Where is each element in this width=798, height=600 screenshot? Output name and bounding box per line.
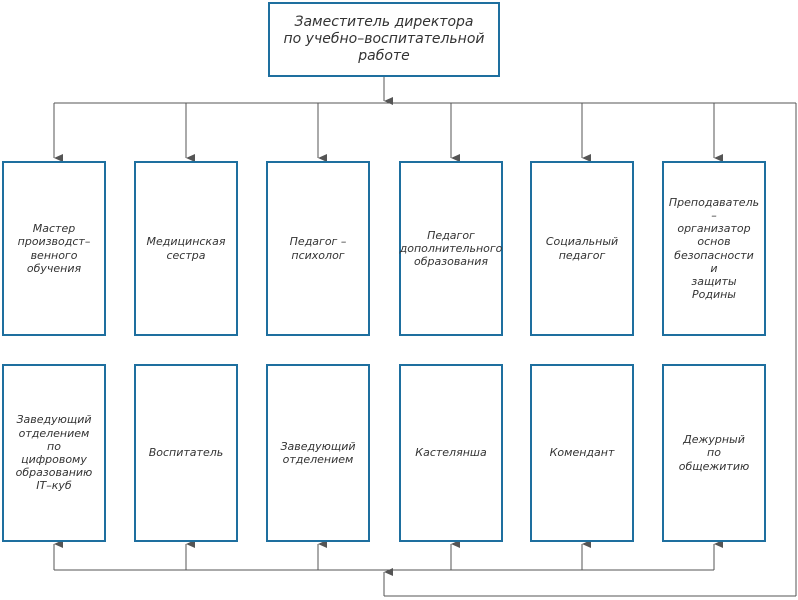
role-label: Заведующий отделением [280,439,356,466]
role-label: Воспитатель [148,446,224,460]
role-label: Заведующий отделением по цифровому образ… [15,413,93,493]
role-box-psychologist: Педагог – психолог [266,161,370,336]
role-box-master-training: Мастер производст– венного обучения [2,161,106,336]
role-label: Педагог дополнительного образования [399,228,503,269]
role-box-department-head: Заведующий отделением [266,364,370,542]
role-box-linen-keeper: Кастелянша [399,364,503,542]
role-box-safety-instructor: Преподаватель – организатор основ безопа… [662,161,766,336]
role-label: Педагог – психолог [289,235,347,262]
role-box-social-pedagogue: Социальный педагог [530,161,634,336]
role-label: Комендант [549,446,615,460]
role-label: Дежурный по общежитию [678,433,750,473]
role-box-additional-education: Педагог дополнительного образования [399,161,503,336]
deputy-director-box: Заместитель директора по учебно–воспитат… [268,2,500,77]
role-label: Кастелянша [415,446,487,460]
role-box-dorm-duty: Дежурный по общежитию [662,364,766,542]
role-box-commandant: Комендант [530,364,634,542]
role-label: Медицинская сестра [146,235,226,262]
role-box-educator: Воспитатель [134,364,238,542]
role-box-nurse: Медицинская сестра [134,161,238,336]
role-label: Мастер производст– венного обучения [17,222,91,275]
role-box-it-cube-head: Заведующий отделением по цифровому образ… [2,364,106,542]
role-label: Социальный педагог [545,235,619,262]
deputy-director-label: Заместитель директора по учебно–воспитат… [283,14,485,64]
role-label: Преподаватель – организатор основ безопа… [668,195,760,302]
